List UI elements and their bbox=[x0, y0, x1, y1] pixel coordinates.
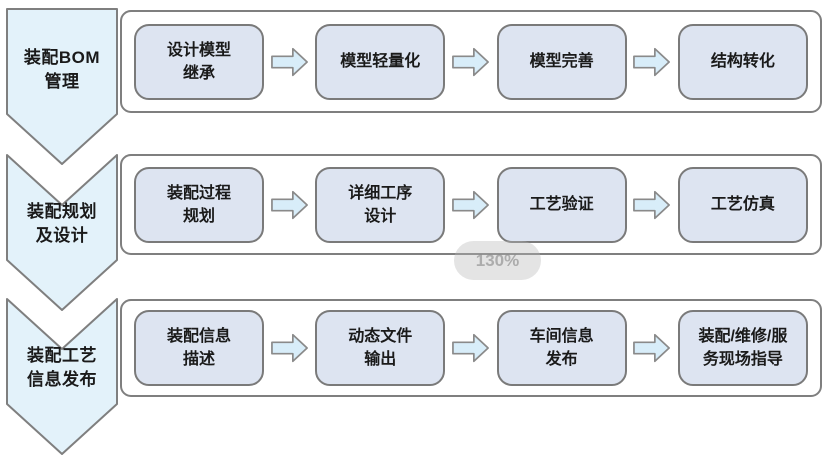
right-arrow-icon bbox=[452, 190, 489, 219]
right-arrow-icon bbox=[270, 47, 308, 76]
stage-row-info-release: 装配信息 描述 动态文件 输出 车间信息 发布 装配/维修/服 务现场指导 bbox=[120, 299, 822, 397]
stage-label: 装配BOM 管理 bbox=[23, 48, 101, 91]
step-box: 装配过程 规划 bbox=[134, 166, 264, 243]
stage-banner-planning-design: 装配规划 及设计 bbox=[6, 154, 118, 312]
right-arrow-icon bbox=[633, 47, 671, 76]
chevron-down-banner-shape bbox=[6, 8, 118, 165]
stage-banner-bom-management: 装配BOM 管理 bbox=[6, 8, 118, 166]
stage-row-bom-management: 设计模型 继承 模型轻量化 模型完善 结构转化 bbox=[120, 10, 822, 113]
step-box: 装配/维修/服 务现场指导 bbox=[677, 310, 808, 386]
step-box: 模型轻量化 bbox=[315, 23, 446, 100]
stage-label: 装配规划 及设计 bbox=[27, 202, 97, 245]
step-box: 工艺仿真 bbox=[677, 166, 808, 243]
step-box: 装配信息 描述 bbox=[134, 310, 264, 386]
step-box: 动态文件 输出 bbox=[315, 310, 446, 386]
right-arrow-icon bbox=[633, 333, 671, 363]
chevron-down-banner-shape bbox=[6, 154, 118, 311]
step-box: 模型完善 bbox=[496, 23, 627, 100]
right-arrow-icon bbox=[452, 333, 489, 363]
stage-label: 装配工艺 信息发布 bbox=[27, 346, 97, 389]
chevron-down-banner-shape bbox=[6, 298, 118, 455]
right-arrow-icon bbox=[452, 47, 489, 76]
step-box: 工艺验证 bbox=[496, 166, 627, 243]
stage-banner-info-release: 装配工艺 信息发布 bbox=[6, 298, 118, 456]
right-arrow-icon bbox=[270, 190, 308, 219]
right-arrow-icon bbox=[270, 333, 308, 363]
zoom-level-badge: 130% bbox=[454, 241, 541, 280]
step-box: 详细工序 设计 bbox=[315, 166, 446, 243]
step-box: 车间信息 发布 bbox=[496, 310, 627, 386]
right-arrow-icon bbox=[633, 190, 671, 219]
stage-row-planning-design: 装配过程 规划 详细工序 设计 工艺验证 工艺仿真 bbox=[120, 154, 822, 255]
step-box: 设计模型 继承 bbox=[134, 23, 264, 100]
step-box: 结构转化 bbox=[677, 23, 808, 100]
